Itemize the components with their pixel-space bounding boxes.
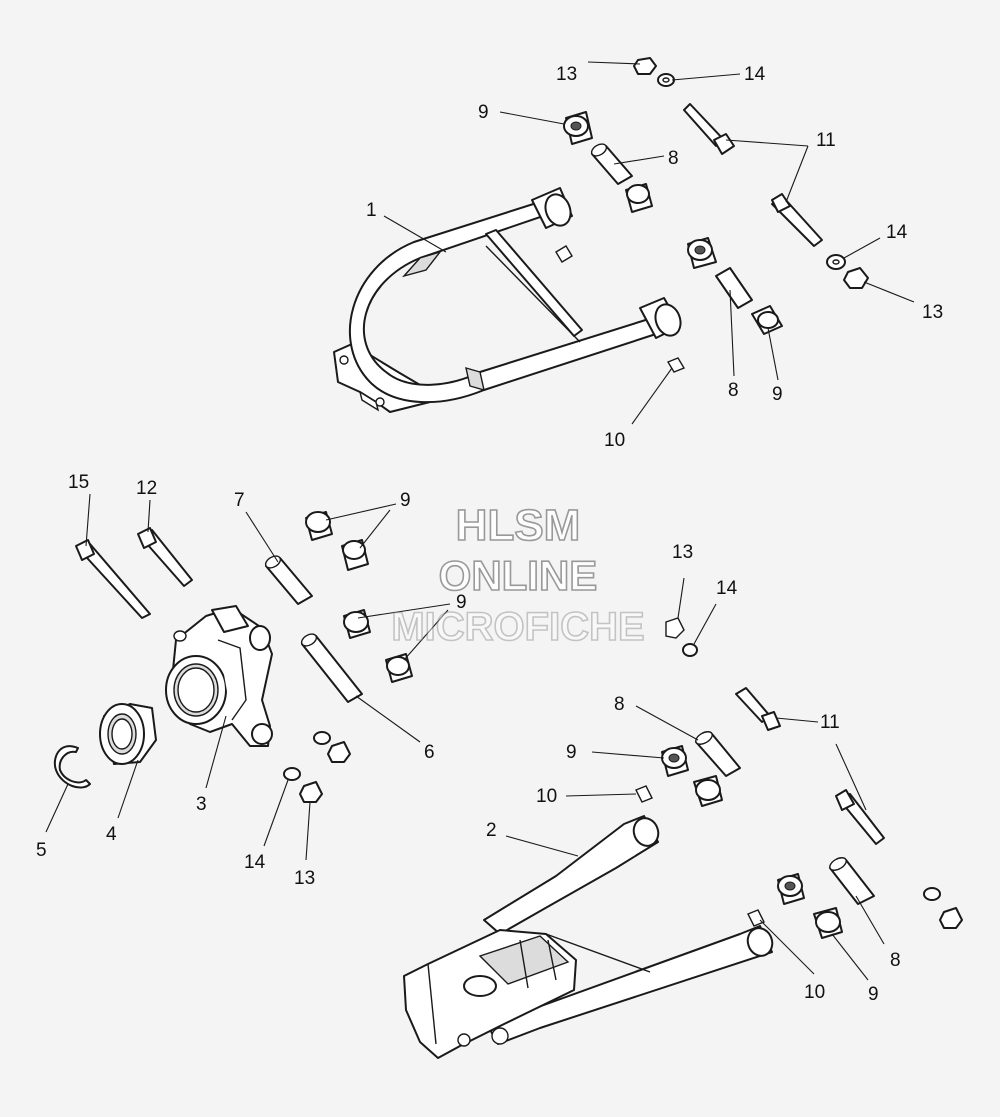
callout-13-top: 13 xyxy=(556,64,577,85)
callout-1: 1 xyxy=(366,200,377,221)
callout-14-top: 14 xyxy=(744,64,766,85)
callout-11-lower: 11 xyxy=(820,712,840,733)
upper-arm-rear-sleeve xyxy=(639,297,682,339)
callout-9-lower: 9 xyxy=(566,742,577,763)
leader-lines xyxy=(45,61,915,981)
callout-8-lower: 8 xyxy=(614,694,625,715)
knuckle-bolts[interactable] xyxy=(75,527,193,619)
callout-10-upper: 10 xyxy=(604,430,625,451)
callout-10-lower: 10 xyxy=(536,786,557,807)
callout-11-upper: 11 xyxy=(816,130,836,151)
callout-14-bottom: 14 xyxy=(244,852,266,873)
watermark-line3: MICROFICHE xyxy=(391,605,644,649)
callout-4: 4 xyxy=(106,824,117,845)
watermark-line2: ONLINE xyxy=(439,552,598,599)
callout-3: 3 xyxy=(196,794,207,815)
callout-9-bottom: 9 xyxy=(868,984,879,1005)
callout-13-bottom: 13 xyxy=(294,868,315,889)
callout-9-knuckle-mid: 9 xyxy=(456,592,467,613)
upper-hardware[interactable] xyxy=(555,57,869,373)
lower-tubes[interactable] xyxy=(264,511,413,803)
callout-15: 15 xyxy=(68,472,89,493)
callout-9-upper: 9 xyxy=(478,102,489,123)
callout-13-right: 13 xyxy=(922,302,943,323)
lower-hardware[interactable] xyxy=(635,617,963,939)
callout-10-bottom: 10 xyxy=(804,982,825,1003)
snap-ring[interactable] xyxy=(53,745,91,789)
callout-7: 7 xyxy=(234,490,245,511)
callout-5: 5 xyxy=(36,840,47,861)
callout-8-mid: 8 xyxy=(728,380,739,401)
callout-9-mid: 9 xyxy=(772,384,783,405)
callout-12: 12 xyxy=(136,478,157,499)
upper-arm-front-sleeve xyxy=(531,187,573,229)
callout-14-right: 14 xyxy=(886,222,908,243)
callout-13-mid: 13 xyxy=(672,542,693,563)
upper-a-arm[interactable] xyxy=(333,187,685,413)
callout-9-knuckle-top: 9 xyxy=(400,490,411,511)
callout-8-bottom: 8 xyxy=(890,950,901,971)
callout-6: 6 xyxy=(424,742,435,763)
rear-knuckle[interactable] xyxy=(165,605,273,747)
callout-numbers: 1 2 3 4 5 6 7 8 8 8 8 9 9 9 9 9 9 10 10 … xyxy=(36,64,943,1005)
wheel-bearing[interactable] xyxy=(99,703,157,765)
watermark-line1: HLSM xyxy=(456,501,581,550)
callout-2: 2 xyxy=(486,820,497,841)
watermark: HLSM ONLINE MICROFICHE xyxy=(391,500,646,650)
lower-a-arm[interactable] xyxy=(403,815,776,1059)
callout-8-upper: 8 xyxy=(668,148,679,169)
callout-14-mid: 14 xyxy=(716,578,738,599)
